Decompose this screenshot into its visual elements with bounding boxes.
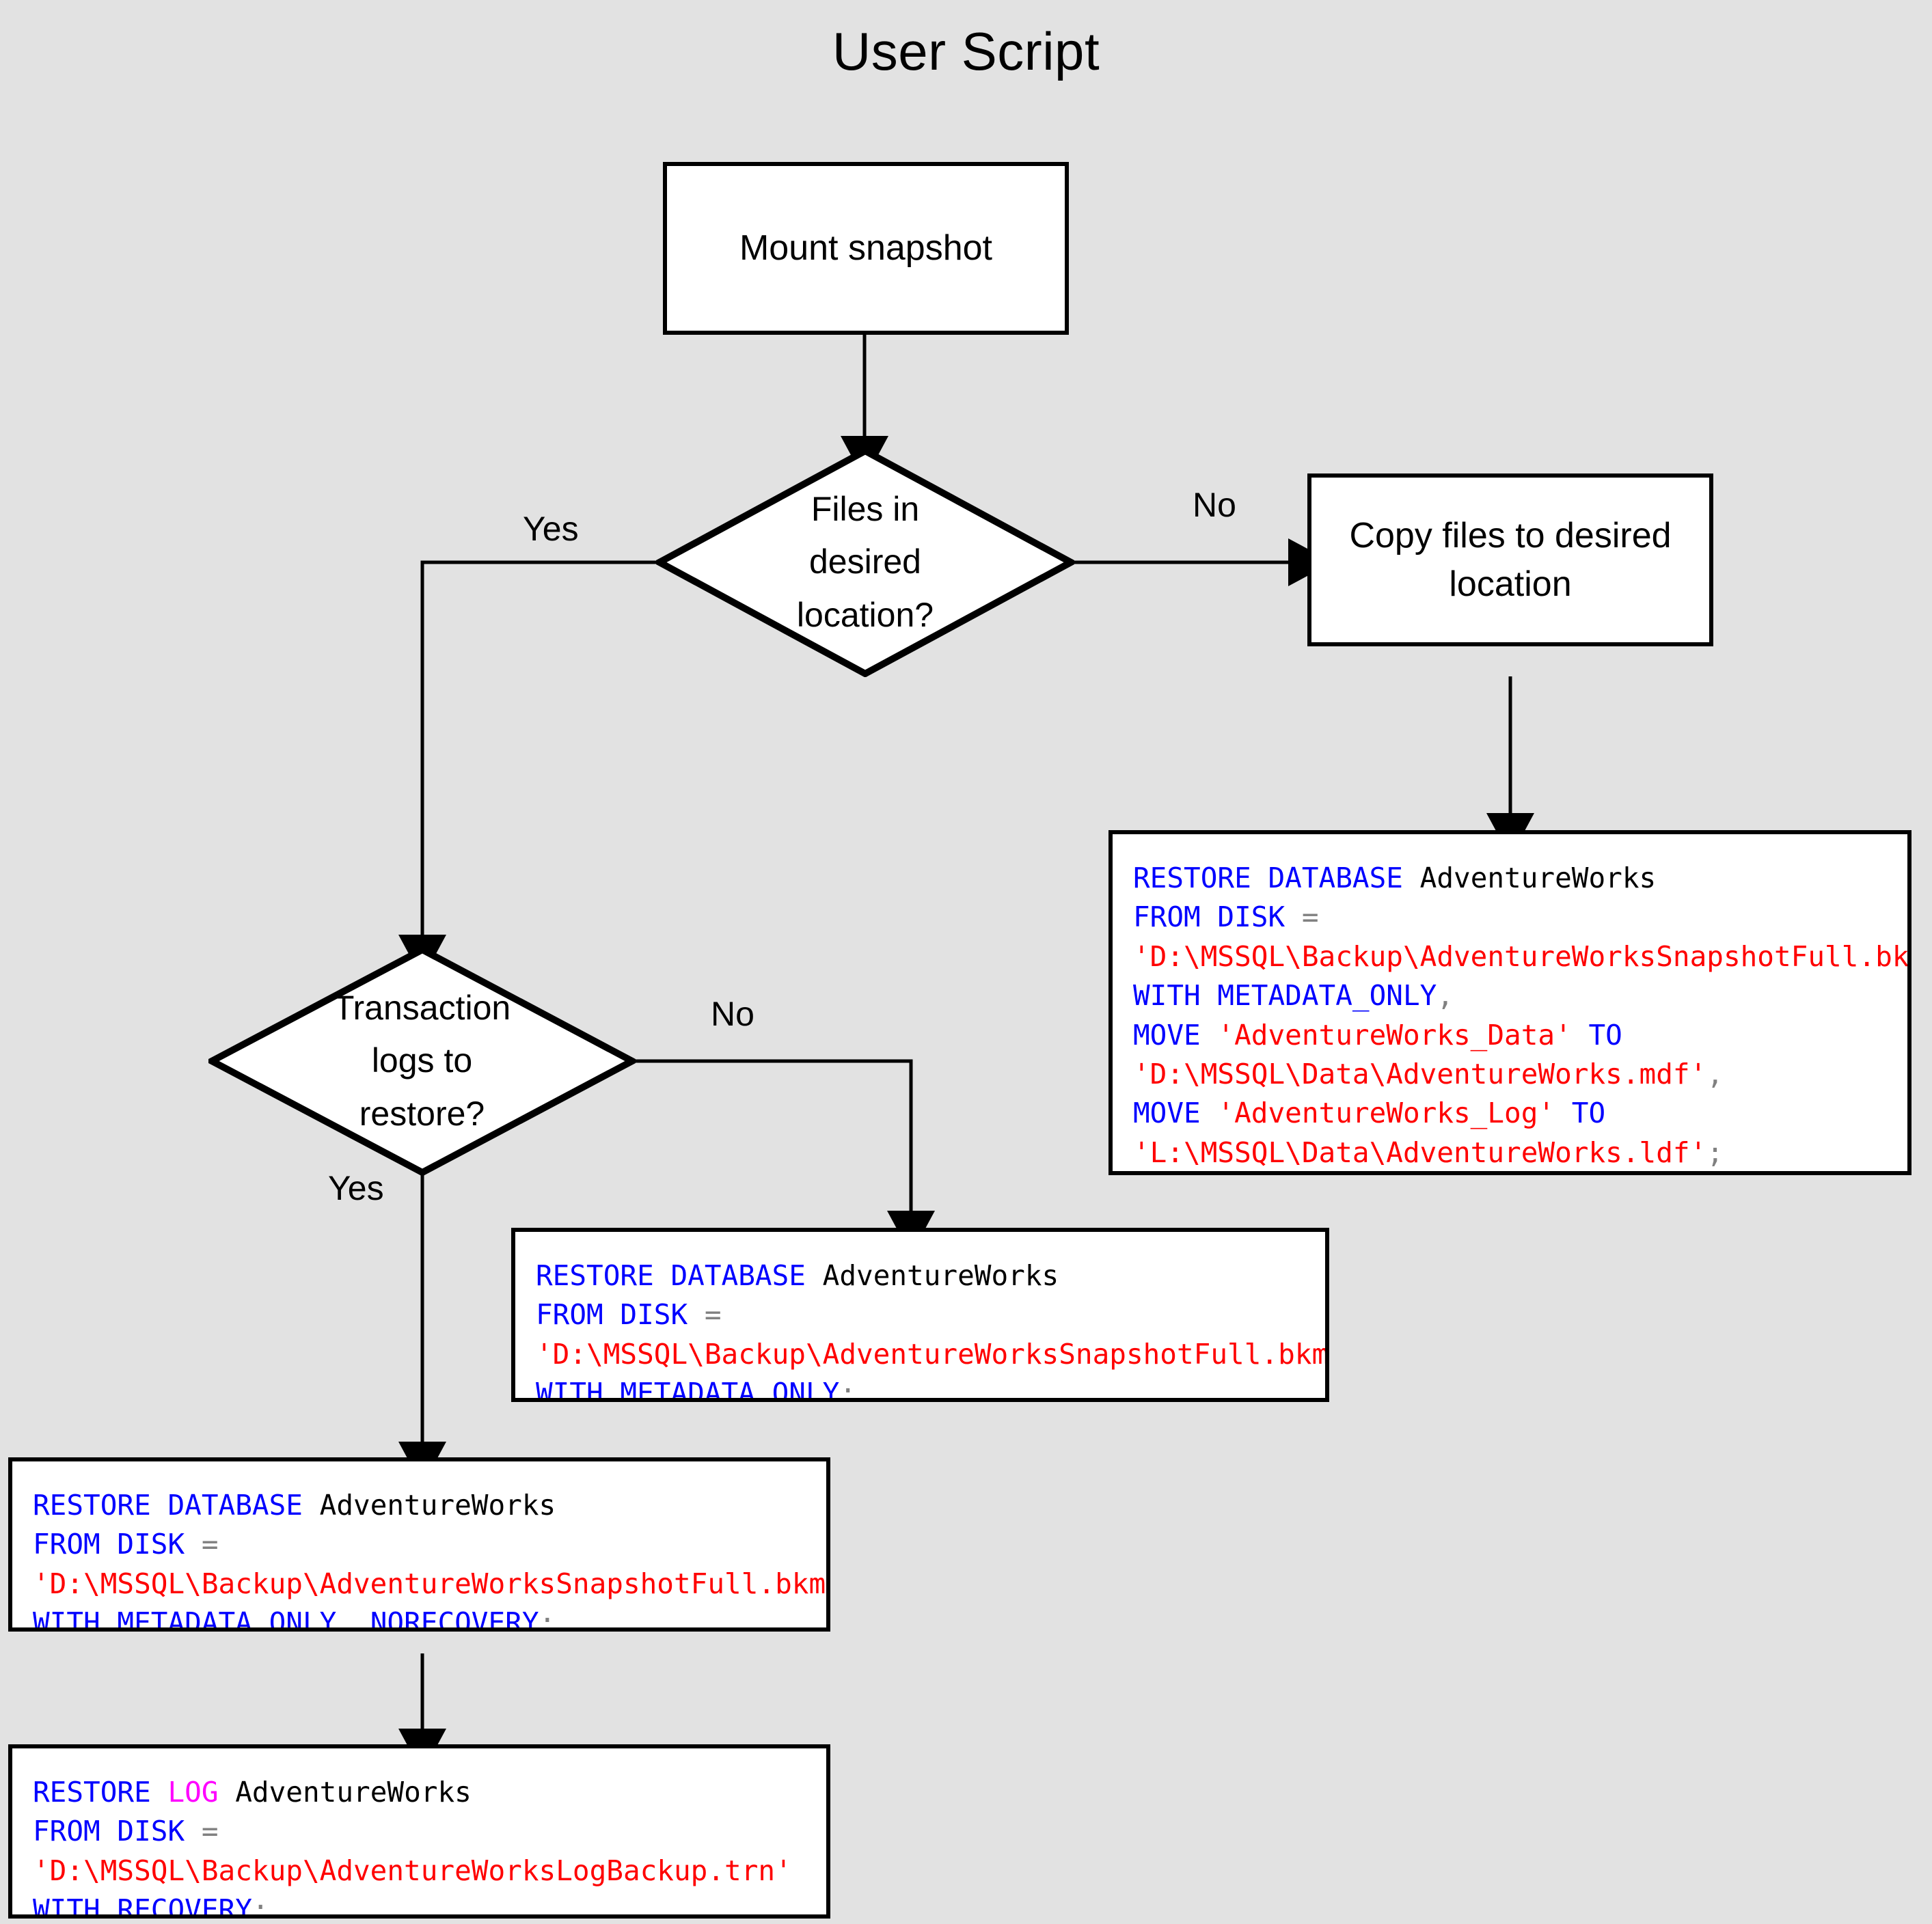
code-token: 'D:\MSSQL\Backup\AdventureWorksLogBackup… — [33, 1854, 792, 1887]
node-transaction-logs[interactable]: Transaction logs to restore? — [208, 946, 636, 1176]
code-line: 'D:\MSSQL\Backup\AdventureWorksLogBackup… — [33, 1852, 807, 1891]
code-line: MOVE 'AdventureWorks_Log' TO — [1133, 1094, 1888, 1133]
code-token: 'D:\MSSQL\Backup\AdventureWorksSnapshotF… — [1133, 939, 1911, 973]
code-token: 'L:\MSSQL\Data\AdventureWorks.ldf' — [1133, 1136, 1707, 1169]
code-token: ; — [839, 1377, 857, 1402]
code-token: RESTORE — [33, 1776, 168, 1809]
code-token: = — [201, 1528, 219, 1561]
code-line: RESTORE DATABASE AdventureWorks — [536, 1256, 1306, 1295]
code-token: WITH METADATA_ONLY — [536, 1377, 840, 1402]
code-token: MOVE — [1133, 1097, 1218, 1130]
diamond-shape-logs — [208, 946, 636, 1176]
code-token: AdventureWorks — [822, 1259, 1059, 1292]
code-line: WITH METADATA_ONLY; — [536, 1374, 1306, 1402]
code-token: FROM DISK — [536, 1298, 705, 1332]
code-token: 'AdventureWorks_Data' — [1217, 1018, 1572, 1052]
code-token: TO — [1555, 1097, 1606, 1130]
node-files-in-location-label: Files in desired location? — [796, 489, 934, 634]
code-token: LOG — [167, 1776, 219, 1809]
node-mount-snapshot[interactable]: Mount snapshot — [663, 162, 1069, 335]
edge-label-logs-yes: Yes — [328, 1169, 384, 1207]
node-copy-files-label: Copy files to desired location — [1349, 516, 1672, 604]
code-token: FROM DISK — [33, 1815, 202, 1848]
code-token: RESTORE DATABASE — [1133, 862, 1420, 894]
code-token: , — [1437, 979, 1454, 1013]
code-token: WITH RECOVERY — [33, 1893, 252, 1919]
code-line: FROM DISK = — [33, 1812, 807, 1851]
diamond-shape-files — [656, 448, 1074, 677]
code-token: FROM DISK — [33, 1528, 202, 1561]
edge-label-files-yes: Yes — [523, 510, 579, 548]
code-token: 'D:\MSSQL\Backup\AdventureWorksSnapshotF… — [33, 1567, 830, 1600]
page-title: User Script — [832, 21, 1100, 81]
code-token: WITH METADATA_ONLY — [1133, 979, 1437, 1013]
code-line: 'D:\MSSQL\Backup\AdventureWorksSnapshotF… — [1133, 937, 1907, 976]
code-line: 'D:\MSSQL\Data\AdventureWorks.mdf', — [1133, 1055, 1888, 1094]
code-token: ; — [539, 1606, 556, 1632]
code-token: , — [336, 1606, 370, 1632]
code-line: RESTORE LOG AdventureWorks — [33, 1773, 807, 1812]
code-token: ; — [1706, 1136, 1724, 1169]
code-token: 'AdventureWorks_Log' — [1217, 1097, 1555, 1130]
code-token: AdventureWorks — [235, 1776, 472, 1809]
code-token: TO — [1571, 1018, 1622, 1052]
code-token: FROM DISK — [1133, 901, 1302, 934]
code-line: FROM DISK = — [1133, 898, 1888, 937]
code-token: = — [201, 1815, 219, 1848]
edge-files-yes-to-logs — [398, 560, 656, 979]
edge-label-logs-no: No — [711, 995, 754, 1033]
code-line: WITH RECOVERY; — [33, 1891, 807, 1919]
node-files-in-location[interactable]: Files in desired location? — [656, 448, 1074, 677]
code-token: WITH METADATA_ONLY — [33, 1606, 337, 1632]
code-token: AdventureWorks — [1419, 862, 1657, 894]
edge-label-files-no: No — [1193, 486, 1236, 524]
code-token: RESTORE DATABASE — [33, 1489, 320, 1522]
code-token: 'D:\MSSQL\Data\AdventureWorks.mdf' — [1133, 1057, 1707, 1090]
code-line: 'D:\MSSQL\Backup\AdventureWorksSnapshotF… — [33, 1565, 826, 1604]
node-mount-snapshot-label: Mount snapshot — [739, 228, 993, 269]
code-token: = — [704, 1298, 722, 1332]
code-token: RESTORE DATABASE — [536, 1259, 823, 1292]
code-token — [219, 1776, 236, 1809]
code-token: , — [1706, 1057, 1724, 1090]
code-token: AdventureWorks — [319, 1489, 556, 1522]
node-copy-files[interactable]: Copy files to desired location — [1307, 473, 1713, 646]
code-line: FROM DISK = — [33, 1525, 807, 1564]
code-line: FROM DISK = — [536, 1295, 1306, 1334]
code-token: 'D:\MSSQL\Backup\AdventureWorksSnapshotF… — [536, 1337, 1329, 1371]
code-line: 'L:\MSSQL\Data\AdventureWorks.ldf'; — [1133, 1133, 1888, 1171]
code-line: 'D:\MSSQL\Backup\AdventureWorksSnapshotF… — [536, 1335, 1325, 1374]
code-token: MOVE — [1133, 1018, 1218, 1052]
code-line: RESTORE DATABASE AdventureWorks — [1133, 859, 1888, 898]
code-line: MOVE 'AdventureWorks_Data' TO — [1133, 1016, 1888, 1055]
code-line: WITH METADATA_ONLY, — [1133, 976, 1888, 1015]
code-line: WITH METADATA_ONLY, NORECOVERY; — [33, 1604, 807, 1632]
code-token: ; — [251, 1893, 269, 1919]
node-transaction-logs-label: Transaction logs to restore? — [333, 988, 511, 1133]
code-token: = — [1301, 901, 1319, 934]
code-line: RESTORE DATABASE AdventureWorks — [33, 1486, 807, 1525]
code-token: NORECOVERY — [370, 1606, 539, 1632]
